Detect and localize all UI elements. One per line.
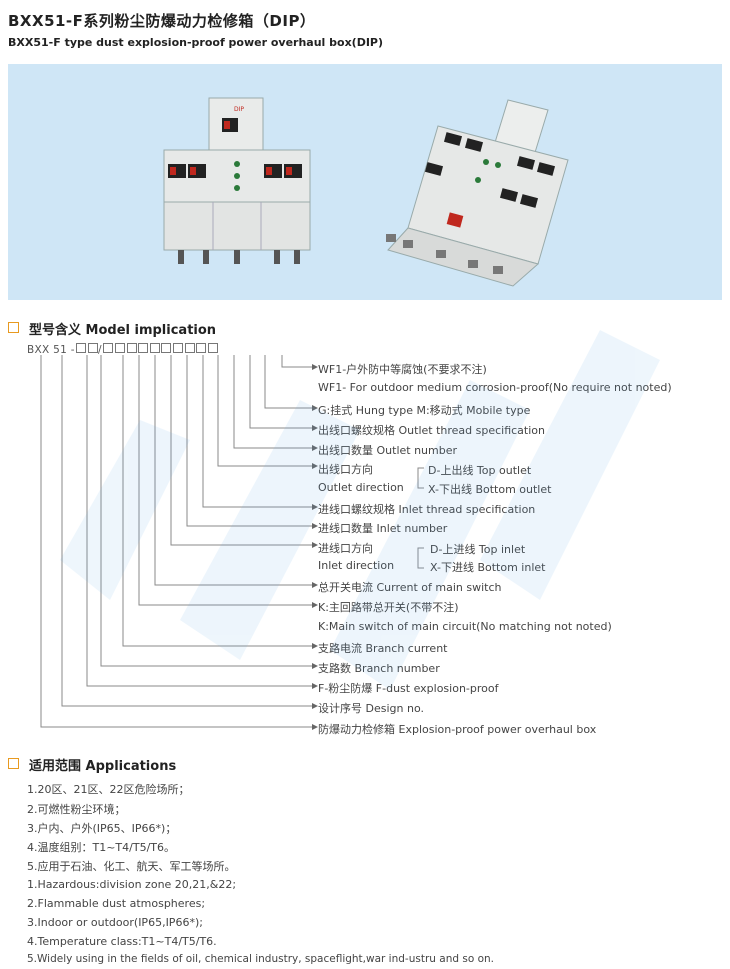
page-title: BXX51-F系列粉尘防爆动力检修箱（DIP）	[8, 12, 316, 30]
model-heading-text: 型号含义 Model implication	[29, 323, 217, 338]
application-item: 2.Flammable dust atmospheres;	[27, 897, 206, 910]
product-photo: DIP	[8, 64, 722, 300]
label-inlet-thread: 进线口螺纹规格 Inlet thread specification	[318, 503, 536, 516]
product-illustration: DIP	[163, 97, 569, 287]
label-corrosion-cn: WF1-户外防中等腐蚀(不要求不注)	[318, 363, 487, 376]
label-bottom-inlet: X-下进线 Bottom inlet	[430, 561, 546, 574]
applications-heading-text: 适用范围 Applications	[29, 759, 177, 774]
label-top-inlet: D-上进线 Top inlet	[430, 543, 526, 556]
label-outlet-number: 出线口数量 Outlet number	[318, 444, 458, 457]
front-view-box: DIP	[163, 97, 311, 264]
label-inlet-direction-cn: 进线口方向	[318, 542, 373, 555]
model-code: BXX 51 - /	[27, 343, 218, 356]
label-outlet-direction-en: Outlet direction	[318, 481, 404, 494]
bullet-square-icon	[8, 322, 19, 333]
label-branch-number: 支路数 Branch number	[318, 662, 440, 675]
label-inlet-direction-en: Inlet direction	[318, 559, 395, 572]
label-main-switch-current: 总开关电流 Current of main switch	[318, 581, 502, 594]
angled-view-box	[386, 99, 569, 287]
label-outlet-direction-cn: 出线口方向	[318, 463, 373, 476]
application-item: 2.可燃性粉尘环境；	[27, 803, 126, 816]
label-top-outlet: D-上出线 Top outlet	[428, 464, 532, 477]
label-corrosion-en: WF1- For outdoor medium corrosion-proof(…	[318, 381, 672, 394]
model-heading: 型号含义 Model implication	[8, 319, 216, 338]
label-main-switch-cn: K:主回路带总开关(不带不注)	[318, 601, 459, 614]
label-overhaul-box: 防爆动力检修箱 Explosion-proof power overhaul b…	[318, 723, 597, 736]
label-design-no: 设计序号 Design no.	[318, 702, 424, 715]
application-item: 5.Widely using in the fields of oil, che…	[27, 953, 494, 965]
label-branch-current: 支路电流 Branch current	[318, 642, 448, 655]
applications-heading: 适用范围 Applications	[8, 755, 176, 774]
application-item: 1.20区、21区、22区危险场所；	[27, 783, 190, 796]
label-main-switch-en: K:Main switch of main circuit(No matchin…	[318, 620, 612, 633]
application-item: 5.应用于石油、化工、航天、军工等场所。	[27, 860, 236, 873]
label-outlet-thread: 出线口螺纹规格 Outlet thread specification	[318, 424, 545, 437]
bullet-square-icon	[8, 758, 19, 769]
application-item: 3.户内、户外(IP65、IP66*)；	[27, 822, 177, 835]
application-item: 4.温度组别：T1~T4/T5/T6。	[27, 841, 175, 854]
page-subtitle: BXX51-F type dust explosion-proof power …	[8, 36, 384, 49]
model-code-separator: /	[98, 344, 102, 356]
label-inlet-number: 进线口数量 Inlet number	[318, 522, 448, 535]
application-item: 3.Indoor or outdoor(IP65,IP66*);	[27, 916, 203, 929]
label-mount-type: G:挂式 Hung type M:移动式 Mobile type	[318, 404, 531, 417]
dip-label: DIP	[234, 106, 244, 113]
model-code-prefix: BXX 51 -	[27, 344, 75, 356]
label-bottom-outlet: X-下出线 Bottom outlet	[428, 483, 552, 496]
label-dust-proof: F-粉尘防爆 F-dust explosion-proof	[318, 682, 499, 695]
application-item: 1.Hazardous:division zone 20,21,&22;	[27, 878, 237, 891]
application-item: 4.Temperature class:T1~T4/T5/T6.	[27, 935, 217, 948]
